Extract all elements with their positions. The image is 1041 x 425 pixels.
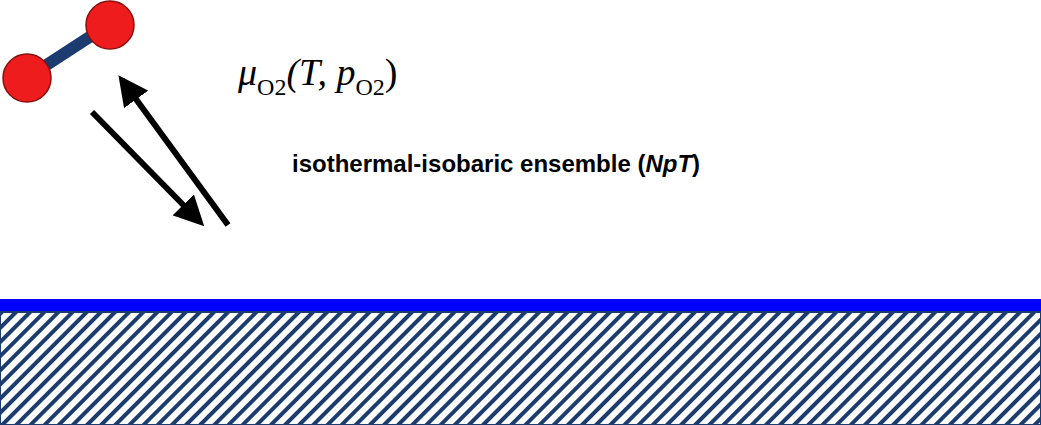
mu-symbol: μ [238,51,257,93]
bracket: ) [385,51,398,93]
ensemble-name: isothermal-isobaric ensemble ( [292,150,645,177]
bulk-outline [0,312,1041,425]
exchange-arrows [92,80,228,225]
bulk-hatch [0,312,1041,425]
bracket: ) [692,150,700,177]
ensemble-symbol: NpT [645,150,692,177]
oxygen-molecule [3,1,134,102]
subscript: O2 [257,74,286,100]
ensemble-label: isothermal-isobaric ensemble (NpT) [292,150,700,178]
arguments: (T, p [286,51,355,93]
surface-layer [0,299,1041,311]
chemical-potential: μO2(T, pO2) [238,50,397,101]
subscript: O2 [355,74,384,100]
